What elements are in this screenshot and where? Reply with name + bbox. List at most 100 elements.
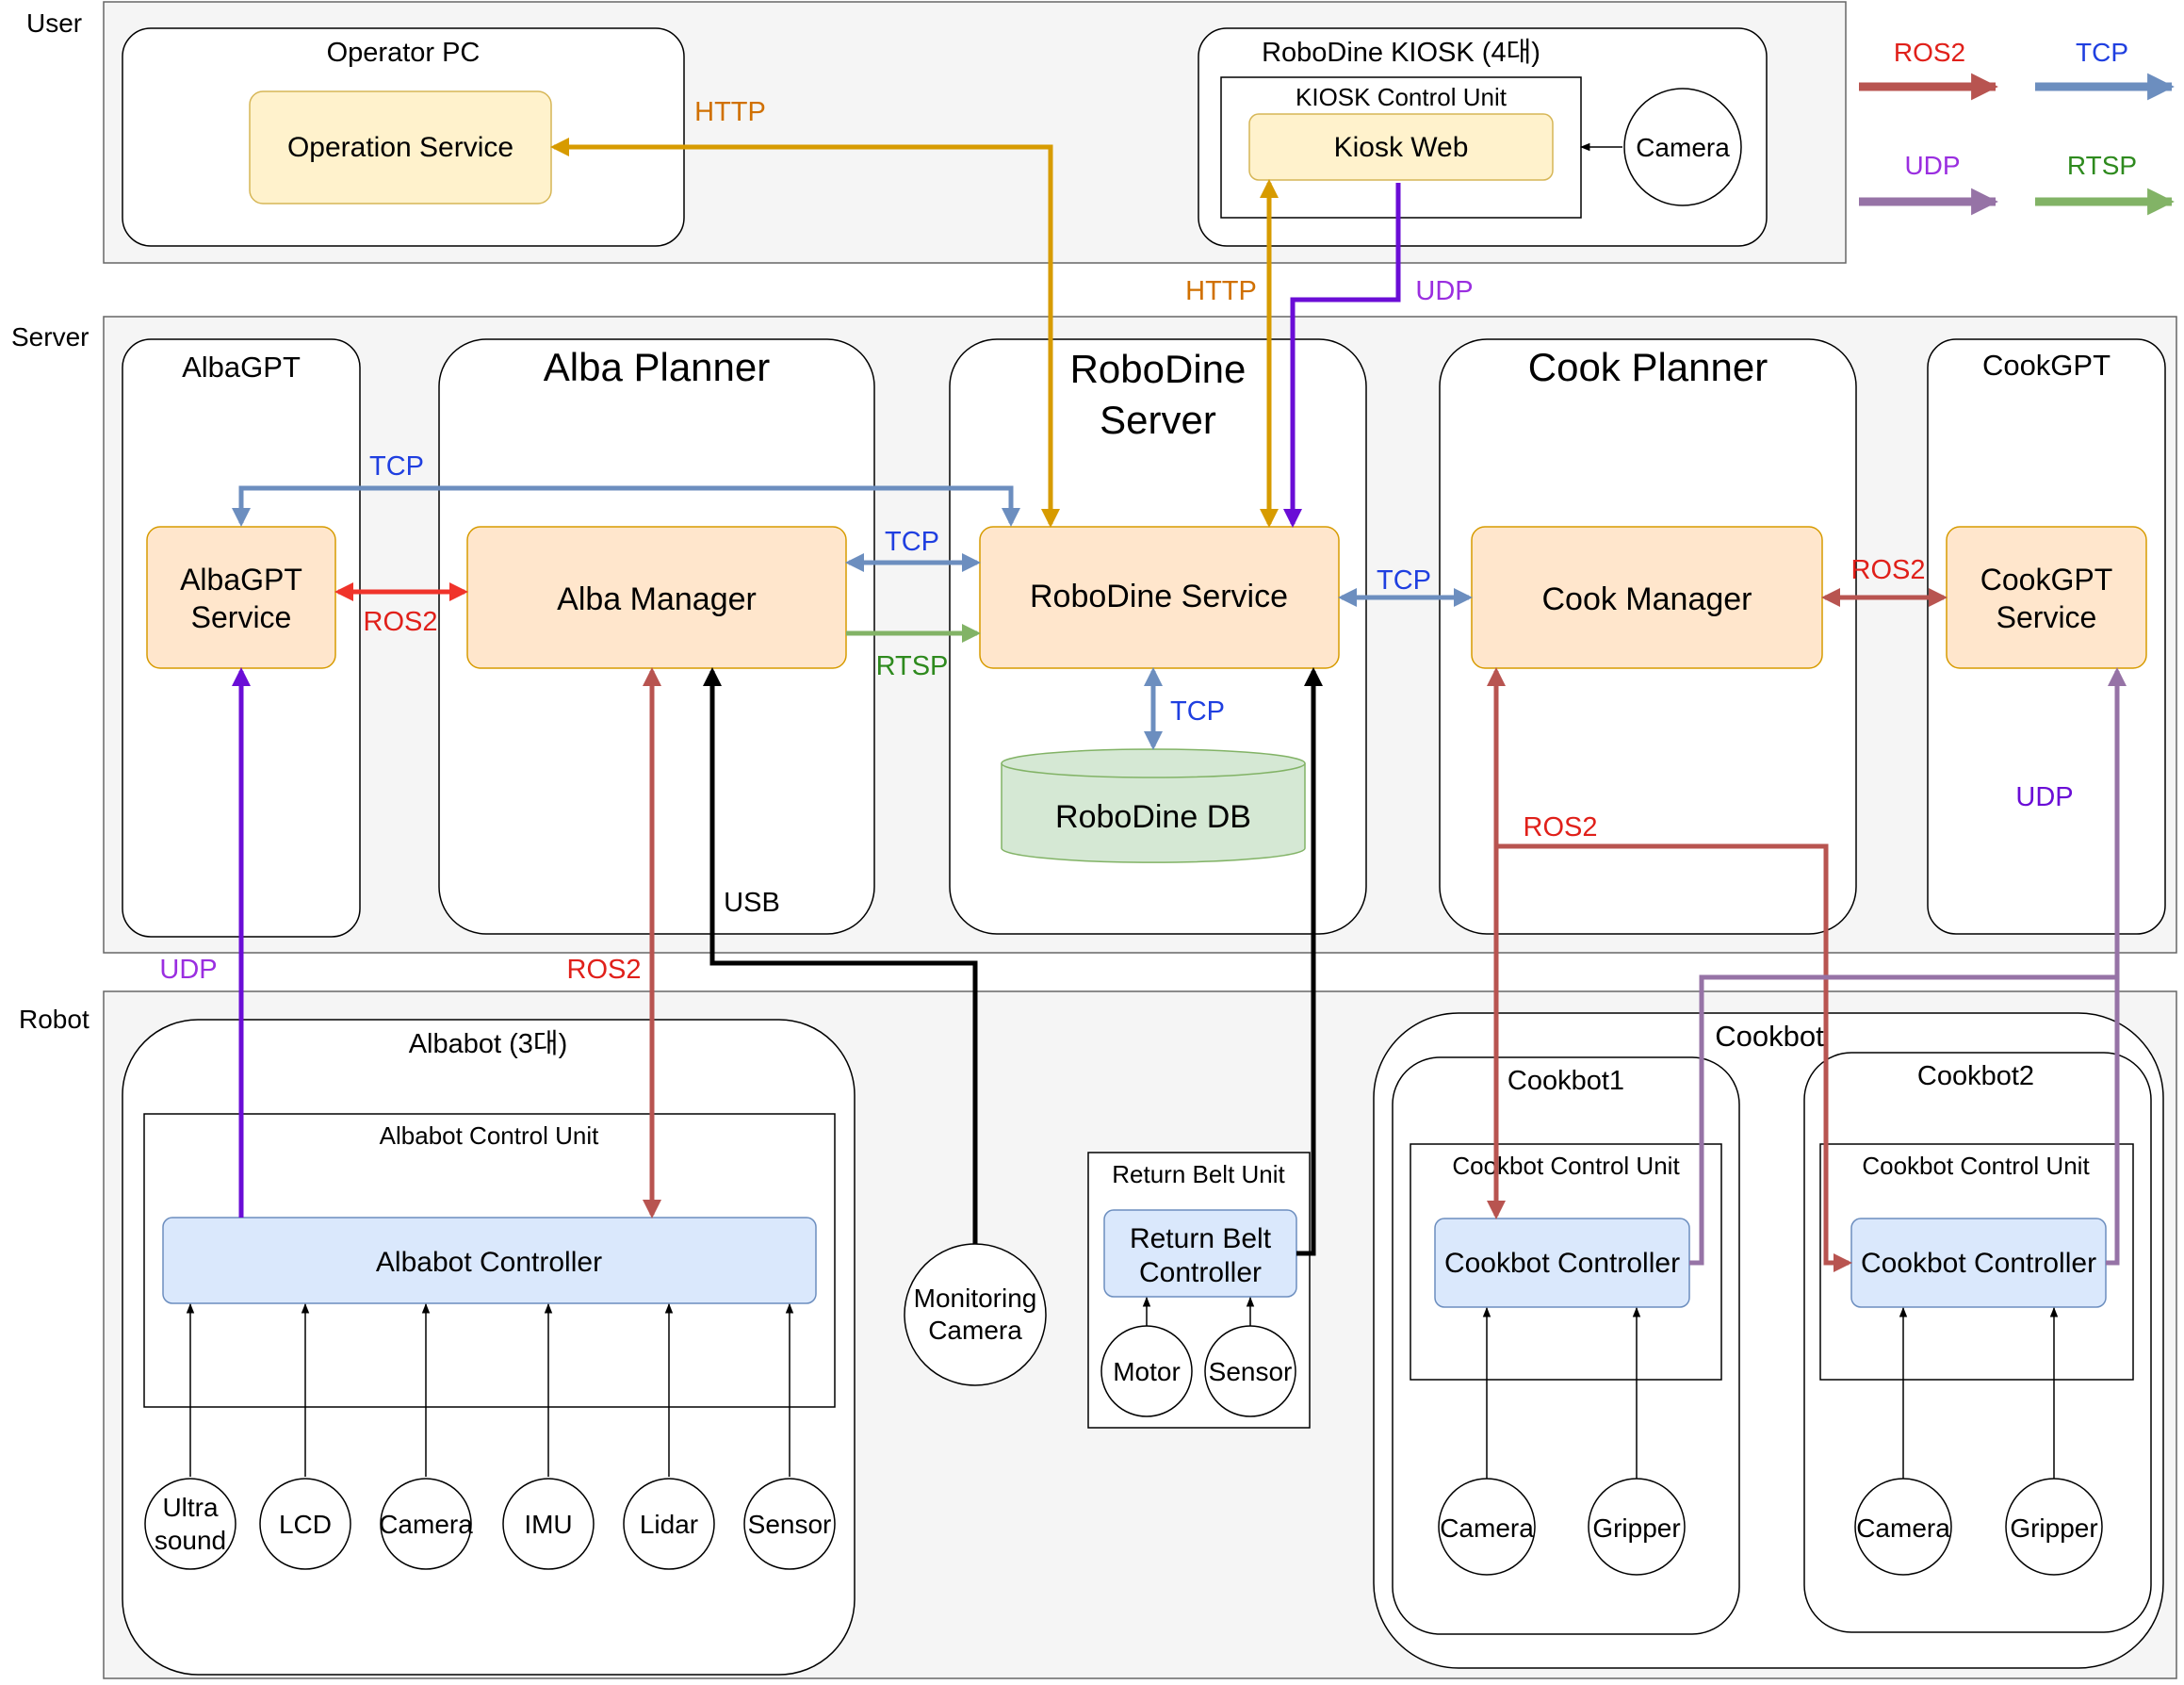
kiosk-web-label: Kiosk Web	[1334, 132, 1469, 163]
edge-labels: HTTP HTTP UDP TCP ROS2 TCP RTSP TCP TCP …	[159, 97, 2073, 985]
robodine-db[interactable]: RoboDine DB	[1001, 748, 1306, 863]
cookgpt-service-box[interactable]	[1946, 526, 2147, 669]
label-ros2-albagpt: ROS2	[364, 607, 438, 637]
legend-ros2-label: ROS2	[1894, 38, 1965, 67]
belt-sensor-label: Sensor	[1209, 1357, 1293, 1386]
return-belt-controller-label-1: Return Belt	[1130, 1223, 1272, 1254]
cookbot2-control-unit-label: Cookbot Control Unit	[1862, 1152, 2090, 1180]
albabot-sensors: Ultra sound LCD Camera IMU Lidar Sensor	[144, 1302, 836, 1570]
lidar-node[interactable]	[623, 1478, 715, 1570]
cookbot2-gripper-label: Gripper	[2010, 1513, 2097, 1543]
albabot-title: Albabot (3대)	[409, 1028, 568, 1059]
lcd-node[interactable]	[259, 1478, 351, 1570]
cookbot1-title: Cookbot1	[1508, 1066, 1624, 1096]
cookbot1-gripper-label: Gripper	[1592, 1513, 1680, 1543]
http-operator-robodine	[550, 138, 1060, 528]
server-layer-label: Server	[11, 322, 89, 352]
albagpt-service-label-1: AlbaGPT	[180, 563, 302, 597]
label-udp-albabot: UDP	[159, 955, 217, 985]
albabot-camera-node[interactable]	[380, 1478, 472, 1570]
label-ros2-cookbot: ROS2	[1524, 812, 1598, 842]
label-udp-cookgpt: UDP	[2015, 782, 2073, 812]
imu-node[interactable]	[502, 1478, 595, 1570]
label-tcp-albamanager: TCP	[885, 527, 939, 557]
belt-sensor-node[interactable]	[1204, 1325, 1296, 1417]
return-belt-unit-label: Return Belt Unit	[1112, 1160, 1285, 1188]
cookbot1-camera-node[interactable]	[1438, 1478, 1536, 1576]
label-http-operator: HTTP	[694, 97, 766, 127]
kiosk-title: RoboDine KIOSK (4대)	[1262, 37, 1540, 68]
motor-label: Motor	[1113, 1357, 1181, 1386]
cookbot2-camera-node[interactable]	[1854, 1478, 1952, 1576]
alba-manager-label: Alba Manager	[557, 581, 757, 617]
ultrasound-label-2: sound	[155, 1526, 226, 1555]
ultrasound-label-1: Ultra	[162, 1493, 219, 1522]
kiosk-camera-label: Camera	[1636, 133, 1730, 162]
cookbot2-title: Cookbot2	[1917, 1061, 2034, 1091]
label-tcp-db: TCP	[1170, 696, 1225, 727]
robodine-db-top	[1001, 748, 1306, 778]
albagpt-title: AlbaGPT	[182, 351, 301, 384]
alba-planner-title: Alba Planner	[544, 345, 771, 389]
operator-pc-title: Operator PC	[327, 38, 481, 68]
monitoring-camera-label-1: Monitoring	[914, 1284, 1037, 1313]
cookbot2-camera-label: Camera	[1856, 1513, 1950, 1543]
label-tcp-cookmanager: TCP	[1377, 565, 1431, 596]
cookgpt-service-label-1: CookGPT	[1980, 563, 2112, 597]
label-tcp-albagpt: TCP	[369, 451, 424, 482]
cookbot-group-title: Cookbot	[1715, 1020, 1824, 1053]
user-layer-label: User	[26, 8, 82, 38]
robodine-db-label: RoboDine DB	[1055, 799, 1251, 835]
kiosk-web-box[interactable]	[1248, 113, 1554, 181]
operation-service-label: Operation Service	[287, 132, 513, 163]
cookbot1-gripper-node[interactable]	[1588, 1478, 1686, 1576]
cookgpt-title: CookGPT	[1982, 349, 2111, 382]
cookgpt-service-label-2: Service	[1997, 600, 2097, 634]
albagpt-service-box[interactable]	[146, 526, 336, 669]
udp-cookbot1-cookgpt	[1689, 667, 2127, 1266]
robodine-db-body	[1001, 763, 1306, 863]
legend-tcp-label: TCP	[2076, 38, 2128, 67]
label-ros2-albabot: ROS2	[567, 955, 642, 985]
albabot-controller-label: Albabot Controller	[376, 1247, 602, 1278]
legend: ROS2 TCP UDP RTSP	[1859, 38, 2175, 216]
albabot-controller-box[interactable]	[162, 1217, 817, 1304]
albagpt-service-label-2: Service	[191, 600, 292, 634]
label-ros2-cookgpt: ROS2	[1851, 555, 1926, 585]
tcp-albagpt-robodine	[232, 485, 1020, 527]
monitoring-camera-label-2: Camera	[928, 1316, 1022, 1345]
legend-rtsp-label: RTSP	[2067, 151, 2137, 180]
usb-camera-albamanager	[703, 667, 978, 1244]
label-rtsp-albamanager: RTSP	[876, 651, 949, 681]
udp-kiosk-robodine	[1283, 183, 1401, 528]
robot-layer-label: Robot	[19, 1005, 90, 1034]
ros2-cookmanager-cookbot2	[1496, 843, 1852, 1272]
robodine-server-title-2: Server	[1100, 398, 1216, 442]
ultrasound-node[interactable]	[144, 1478, 236, 1570]
cookbot1-camera-label: Camera	[1440, 1513, 1534, 1543]
robodine-server-title-1: RoboDine	[1070, 347, 1247, 391]
monitoring-camera-node[interactable]	[904, 1243, 1047, 1386]
cookbot1-control-unit-label: Cookbot Control Unit	[1452, 1152, 1680, 1180]
cook-manager-label: Cook Manager	[1541, 581, 1752, 617]
albabot-camera-label: Camera	[379, 1510, 473, 1539]
link-returnbelt-robodine	[1296, 667, 1323, 1256]
cookbot1-controller-label: Cookbot Controller	[1444, 1248, 1680, 1279]
lidar-label: Lidar	[640, 1510, 698, 1539]
return-belt-controller-label-2: Controller	[1139, 1257, 1262, 1288]
connections	[232, 138, 2127, 1272]
albabot-sensor-label: Sensor	[748, 1510, 832, 1539]
robodine-service-label: RoboDine Service	[1030, 579, 1288, 614]
motor-node[interactable]	[1100, 1325, 1193, 1417]
albabot-sensor-node[interactable]	[743, 1478, 836, 1570]
kiosk-control-unit-label: KIOSK Control Unit	[1296, 83, 1508, 111]
label-udp-kiosk: UDP	[1415, 276, 1473, 306]
label-usb: USB	[724, 888, 780, 918]
label-http-kiosk: HTTP	[1185, 276, 1257, 306]
kiosk-camera-node[interactable]	[1623, 88, 1742, 206]
lcd-label: LCD	[279, 1510, 332, 1539]
cookbot2-gripper-node[interactable]	[2005, 1478, 2103, 1576]
cookbot2-controller-label: Cookbot Controller	[1861, 1248, 2096, 1279]
